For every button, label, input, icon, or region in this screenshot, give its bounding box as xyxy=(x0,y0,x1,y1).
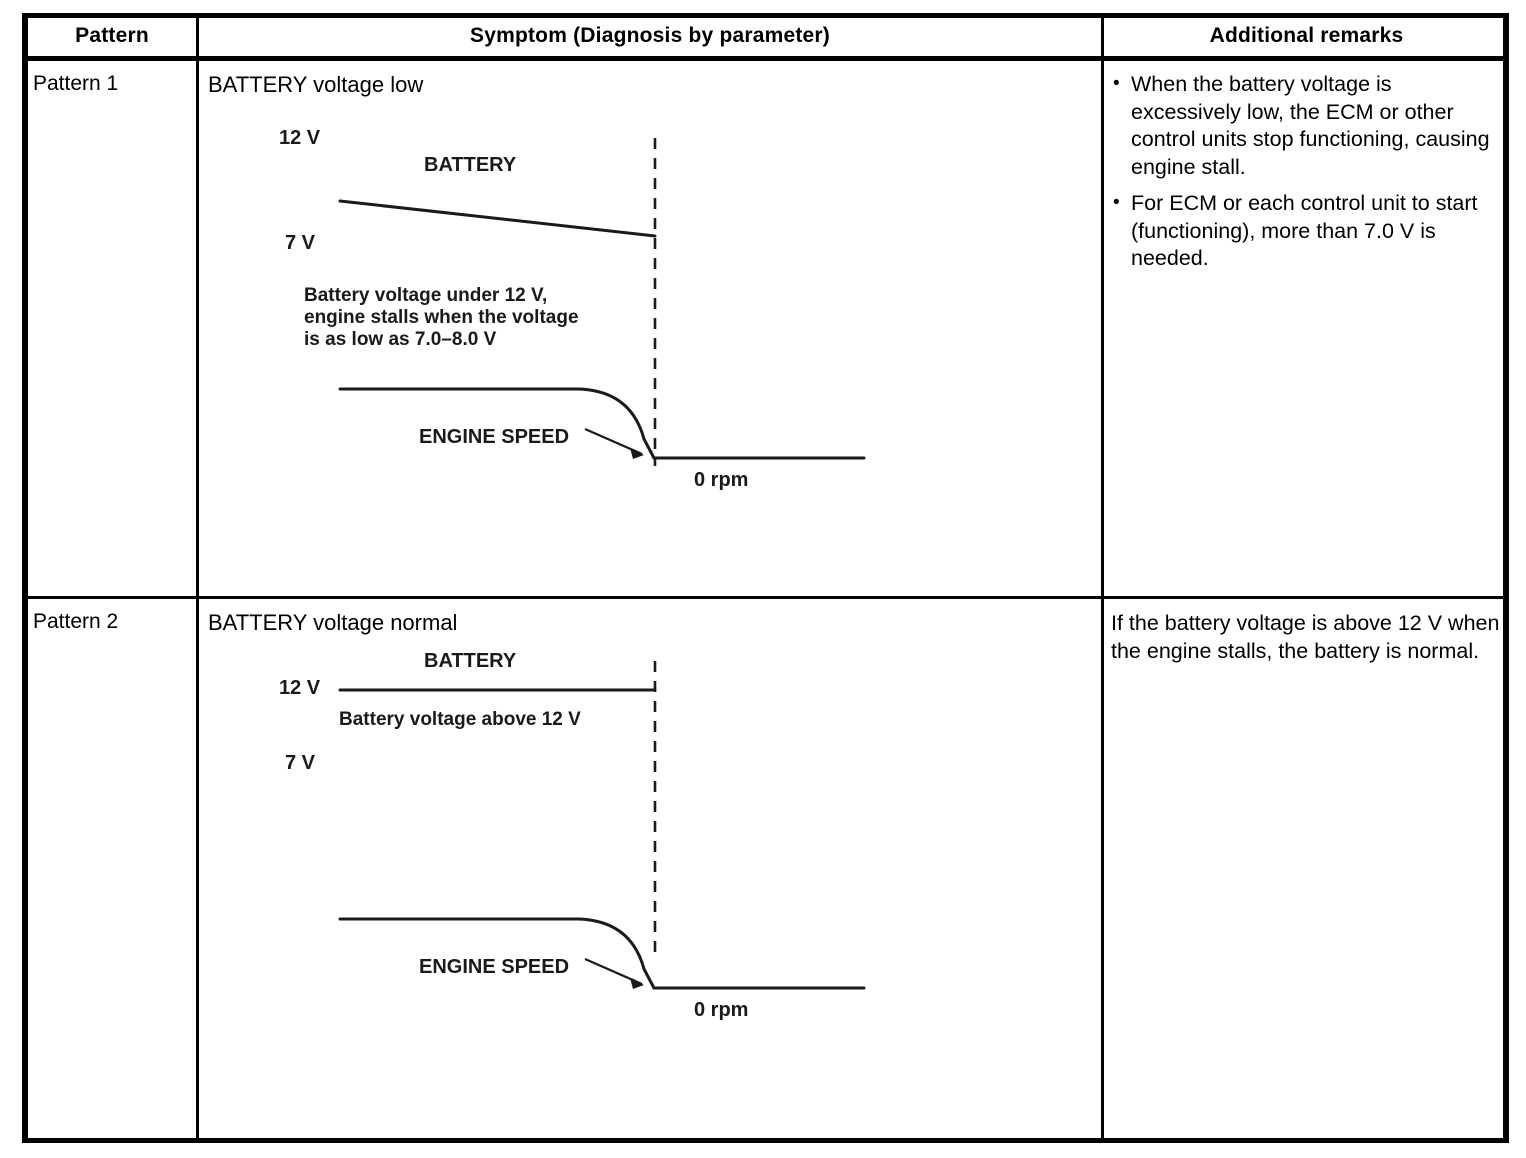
symptom-title: BATTERY voltage low xyxy=(208,72,424,97)
engine-speed-trace xyxy=(338,387,656,460)
cell-remarks-1: • When the battery voltage is excessivel… xyxy=(1104,61,1509,596)
header-divider xyxy=(28,56,1503,61)
engine-speed-arrowhead xyxy=(630,448,644,459)
pattern-label: Pattern 2 xyxy=(33,610,119,633)
cell-symptom-1: BATTERY voltage low 12 V 7 V BATTERY Bat… xyxy=(199,61,1101,596)
annotation-line-2: engine stalls when the voltage xyxy=(304,307,579,328)
remarks-list-1: • When the battery voltage is excessivel… xyxy=(1111,71,1501,273)
baseline-label-0rpm: 0 rpm xyxy=(694,999,748,1021)
header-remarks: Additional remarks xyxy=(1209,24,1404,47)
list-item: • For ECM or each control unit to start … xyxy=(1111,190,1501,273)
cell-symptom-2: BATTERY voltage normal 12 V 7 V BATTERY … xyxy=(199,599,1101,1145)
baseline-label-0rpm: 0 rpm xyxy=(694,469,748,491)
remark-text: If the battery voltage is above 12 V whe… xyxy=(1111,611,1500,663)
axis-label-12v: 12 V xyxy=(279,127,321,149)
bullet-icon: • xyxy=(1113,73,1120,94)
annotation-line-3: is as low as 7.0–8.0 V xyxy=(304,329,497,350)
list-item: • When the battery voltage is excessivel… xyxy=(1111,71,1501,181)
engine-speed-arrowhead xyxy=(630,978,644,989)
row-divider-1 xyxy=(28,596,1503,599)
chart-pattern-1: 12 V 7 V BATTERY Battery voltage under 1… xyxy=(199,61,899,531)
header-symptom: Symptom (Diagnosis by parameter) xyxy=(470,24,830,47)
battery-voltage-trace xyxy=(338,199,657,238)
remark-text: For ECM or each control unit to start (f… xyxy=(1131,191,1478,270)
header-pattern: Pattern xyxy=(75,24,149,47)
cell-pattern-2: Pattern 2 xyxy=(28,599,196,1145)
series-label-engine-speed: ENGINE SPEED xyxy=(419,956,569,978)
column-divider-1 xyxy=(196,18,199,1138)
pattern-label: Pattern 1 xyxy=(33,72,119,95)
remark-text: When the battery voltage is excessively … xyxy=(1131,72,1490,179)
axis-label-12v: 12 V xyxy=(279,677,321,699)
axis-label-7v: 7 V xyxy=(285,232,316,254)
annotation-line-1: Battery voltage above 12 V xyxy=(339,709,581,730)
cell-pattern-1: Pattern 1 xyxy=(28,61,196,596)
symptom-title: BATTERY voltage normal xyxy=(208,610,458,635)
engine-speed-trace xyxy=(338,917,656,990)
axis-label-7v: 7 V xyxy=(285,752,316,774)
series-label-engine-speed: ENGINE SPEED xyxy=(419,426,569,448)
cell-remarks-2: If the battery voltage is above 12 V whe… xyxy=(1104,599,1509,1145)
bullet-icon: • xyxy=(1113,192,1120,213)
table-header-row: Pattern Symptom (Diagnosis by parameter)… xyxy=(28,18,1503,56)
diagnosis-pattern-table: Pattern Symptom (Diagnosis by parameter)… xyxy=(22,13,1509,1143)
annotation-line-1: Battery voltage under 12 V, xyxy=(304,285,547,306)
column-divider-2 xyxy=(1101,18,1104,1138)
series-label-battery: BATTERY xyxy=(424,650,517,672)
chart-pattern-2: 12 V 7 V BATTERY Battery voltage above 1… xyxy=(199,599,899,1079)
series-label-battery: BATTERY xyxy=(424,154,517,176)
